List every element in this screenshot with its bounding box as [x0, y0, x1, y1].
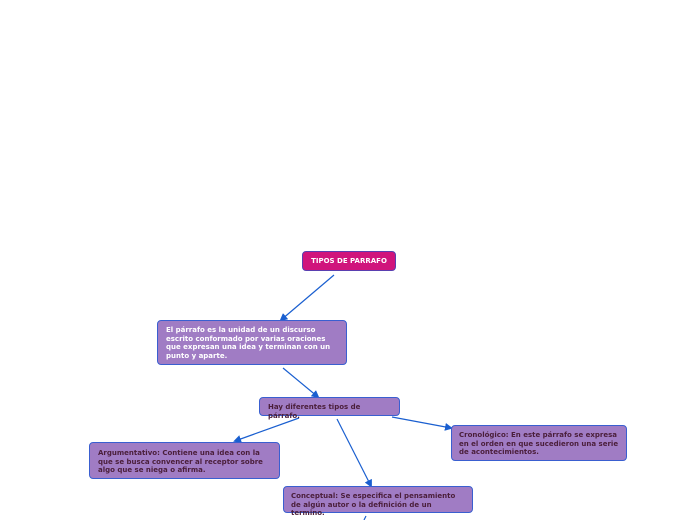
argumentative-node[interactable]: Argumentativo: Contiene una idea con la … [89, 442, 280, 479]
chronological-node-label: Cronológico: En este párrafo se expresa … [459, 431, 619, 457]
connector-types-conceptual [336, 418, 372, 488]
definition-node-label: El párrafo es la unidad de un discurso e… [166, 326, 331, 360]
chronological-node[interactable]: Cronológico: En este párrafo se expresa … [451, 425, 627, 461]
connector-conceptual-below [363, 515, 367, 520]
root-node-label: TIPOS DE PARRAFO [311, 257, 387, 265]
connector-root-definition [279, 274, 335, 322]
connector-types-argumentative [233, 417, 300, 443]
conceptual-node[interactable]: Conceptual: Se especifica el pensamiento… [283, 486, 473, 517]
connector-types-chronological [391, 416, 453, 431]
definition-node[interactable]: El párrafo es la unidad de un discurso e… [157, 320, 347, 365]
types-node-label: Hay diferentes tipos de párrafo. [268, 403, 361, 420]
types-node[interactable]: Hay diferentes tipos de párrafo. [259, 397, 400, 420]
root-node[interactable]: TIPOS DE PARRAFO [302, 251, 396, 271]
conceptual-node-label: Conceptual: Se especifica el pensamiento… [291, 492, 456, 518]
connector-definition-types [282, 367, 320, 399]
argumentative-node-label: Argumentativo: Contiene una idea con la … [98, 449, 263, 475]
